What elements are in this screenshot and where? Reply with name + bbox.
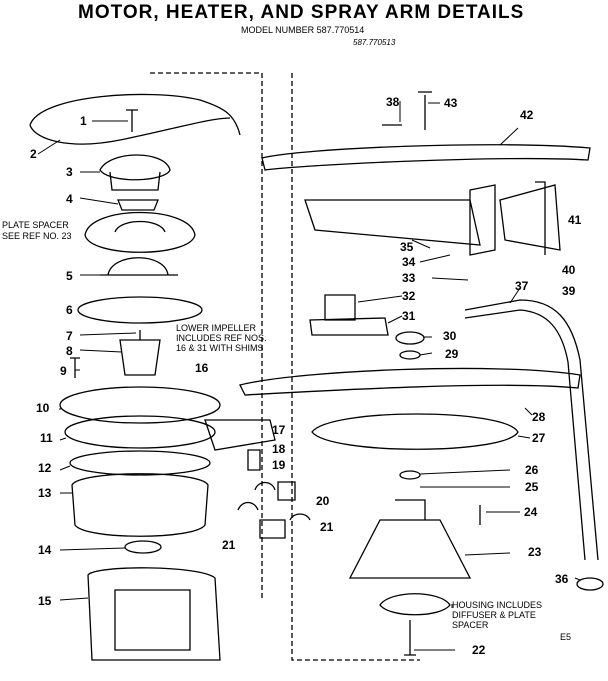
callout-18: 18 — [272, 442, 286, 456]
callout-17: 17 — [272, 423, 286, 437]
callout-14: 14 — [38, 543, 52, 557]
callout-1: 1 — [80, 114, 87, 128]
model-number: MODEL NUMBER 587.770514 — [241, 25, 365, 35]
callout-6: 6 — [66, 303, 73, 317]
callout-26: 26 — [525, 463, 539, 477]
page-code: E5 — [560, 632, 572, 642]
callout-23: 23 — [528, 545, 542, 559]
callout-35: 35 — [400, 240, 414, 254]
note-housing-line3: SPACER — [452, 620, 489, 630]
callout-28: 28 — [532, 410, 546, 424]
washer-26 — [399, 470, 421, 480]
grommet — [576, 577, 604, 591]
lower-spray-arm — [239, 367, 581, 396]
callout-16: 16 — [195, 361, 209, 375]
spray-arm-conduit — [304, 184, 496, 256]
callout-3: 3 — [66, 165, 73, 179]
bearing-plate — [309, 317, 389, 336]
gasket — [77, 296, 203, 324]
callout-32: 32 — [402, 289, 416, 303]
strainer-disc — [311, 413, 519, 450]
diffuser — [379, 593, 451, 616]
bracket — [204, 419, 276, 451]
note-lower-impeller-line1: LOWER IMPELLER — [176, 323, 257, 333]
screw-1 — [126, 109, 138, 132]
callout-25: 25 — [525, 480, 539, 494]
model-number-handwritten: 587.770513 — [353, 38, 396, 47]
callout-15: 15 — [38, 594, 52, 608]
callout-5: 5 — [66, 269, 73, 283]
pump-ring — [59, 386, 221, 424]
conduit-bracket — [499, 181, 561, 255]
note-lower-impeller-line3: 16 & 31 WITH SHIMS — [176, 343, 264, 353]
spray-arm-nut — [395, 331, 425, 345]
callout-20: 20 — [316, 494, 330, 508]
spacer-gear — [117, 199, 159, 211]
note-lower-impeller-line2: INCLUDES REF NOS. — [176, 333, 267, 343]
callout-37: 37 — [515, 279, 529, 293]
callout-7: 7 — [66, 329, 73, 343]
pump-housing-23 — [348, 499, 472, 579]
motor-shaft-seal — [124, 540, 162, 554]
callout-9: 9 — [60, 364, 67, 378]
callout-8: 8 — [66, 344, 73, 358]
callout-27: 27 — [532, 431, 546, 445]
spray-arm-bolt — [382, 91, 432, 130]
pump-disc — [64, 415, 216, 449]
callout-11: 11 — [40, 431, 53, 445]
callout-29: 29 — [445, 347, 459, 361]
callout-43: 43 — [444, 96, 458, 110]
upper-impeller — [99, 154, 171, 191]
callout-36: 36 — [555, 572, 569, 586]
callout-33: 33 — [402, 271, 416, 285]
dashed-assembly-line-left — [150, 72, 263, 600]
diagram-title: MOTOR, HEATER, AND SPRAY ARM DETAILS — [78, 2, 525, 23]
motor — [87, 567, 221, 661]
motor-seal — [100, 257, 178, 276]
callout-42: 42 — [520, 108, 534, 122]
callout-21-left: 21 — [222, 538, 236, 552]
callout-12: 12 — [38, 461, 52, 475]
callout-38: 38 — [386, 95, 400, 109]
hose-connectors — [237, 449, 311, 539]
callout-41: 41 — [568, 213, 582, 227]
callout-2: 2 — [30, 147, 37, 161]
callout-22: 22 — [472, 643, 486, 657]
callout-21-right: 21 — [320, 520, 334, 534]
lower-impeller — [119, 330, 161, 376]
note-plate-spacer-line1: PLATE SPACER — [2, 220, 69, 230]
callout-4: 4 — [66, 192, 73, 206]
callout-30: 30 — [443, 329, 457, 343]
water-tube — [464, 299, 599, 561]
callout-10: 10 — [36, 401, 50, 415]
callout-39: 39 — [562, 284, 576, 298]
callout-40: 40 — [562, 263, 576, 277]
heater-element — [29, 93, 241, 145]
callout-19: 19 — [272, 458, 286, 472]
plate-spacer — [84, 211, 196, 253]
callout-24: 24 — [524, 505, 538, 519]
washer — [399, 350, 421, 360]
note-plate-spacer-line2: SEE REF NO. 23 — [2, 231, 72, 241]
bolt-22 — [404, 620, 416, 656]
callout-31: 31 — [402, 309, 416, 323]
note-housing-line1: HOUSING INCLUDES — [452, 600, 543, 610]
pump-housing — [71, 473, 209, 537]
screw-9 — [70, 357, 80, 378]
dashed-assembly-line-right — [291, 73, 420, 661]
callout-13: 13 — [38, 486, 52, 500]
upper-spray-arm — [261, 144, 591, 171]
pump-gasket — [69, 450, 211, 476]
bearing — [324, 294, 356, 321]
note-housing-line2: DIFFUSER & PLATE — [452, 610, 536, 620]
callout-34: 34 — [402, 255, 416, 269]
leader-lines — [37, 101, 581, 651]
